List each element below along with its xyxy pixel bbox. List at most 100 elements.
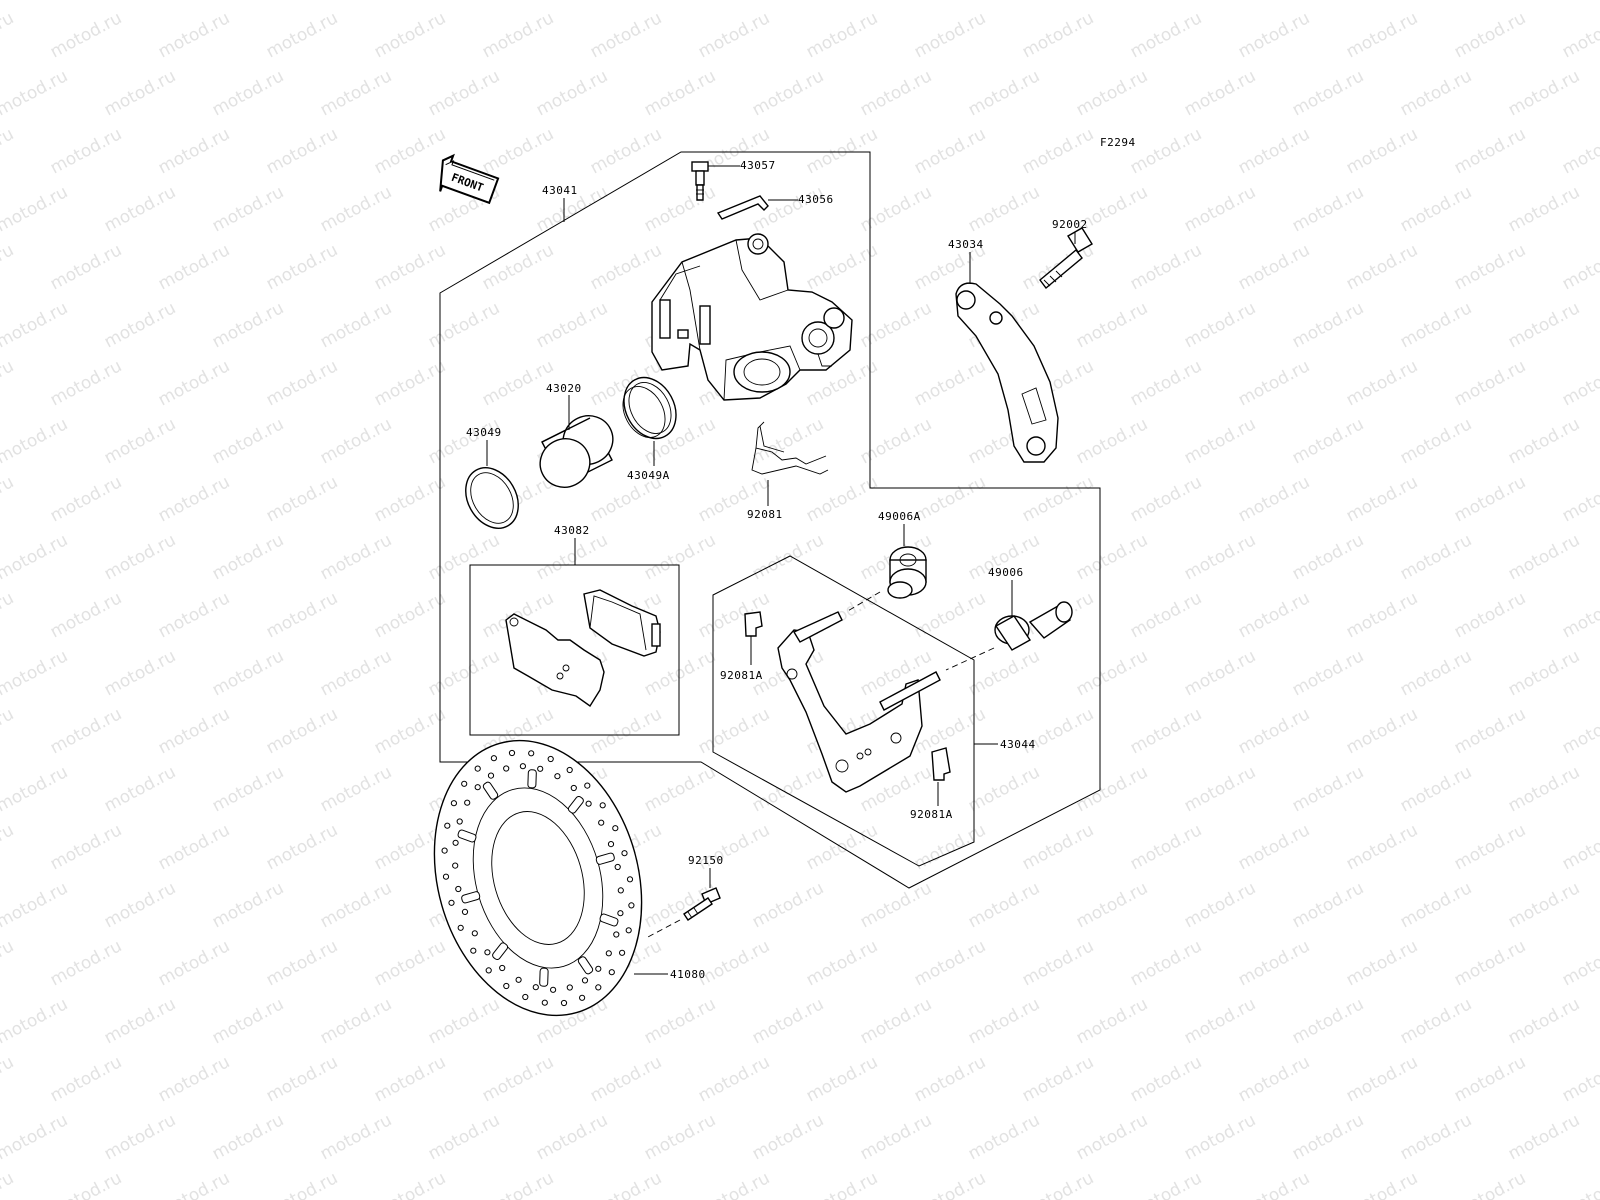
watermark-text: motod.ru [1127,1168,1205,1200]
watermark-text: motod.ru [0,240,17,294]
watermark-text: motod.ru [209,646,287,700]
watermark-text: motod.ru [263,820,341,874]
watermark-text: motod.ru [209,878,287,932]
callout-43020: 43020 [546,382,582,395]
caliper-assembly-outline [439,151,1101,889]
watermark-text: motod.ru [1451,1168,1529,1200]
watermark-text: motod.ru [1235,704,1313,758]
watermark-text: motod.ru [371,1168,449,1200]
watermark-text: motod.ru [155,124,233,178]
watermark-text: motod.ru [263,936,341,990]
watermark-text: motod.ru [101,646,179,700]
disc-hole [532,984,539,991]
watermark-text: motod.ru [1289,0,1367,4]
watermark-text: motod.ru [155,1168,233,1200]
watermark-text: motod.ru [1073,994,1151,1048]
watermark-text: motod.ru [371,240,449,294]
watermark-text: motod.ru [965,0,1043,4]
watermark-text: motod.ru [587,240,665,294]
watermark-text: motod.ru [1505,414,1583,468]
disc-hole [450,800,457,807]
disc-hole [448,899,455,906]
watermark-text: motod.ru [1181,182,1259,236]
watermark-text: motod.ru [1397,530,1475,584]
watermark-text: motod.ru [803,936,881,990]
watermark-text: motod.ru [1451,240,1529,294]
watermark-text: motod.ru [317,414,395,468]
watermark-text: motod.ru [1559,588,1600,642]
watermark-text: motod.ru [1289,414,1367,468]
disc-hole [585,800,592,807]
watermark-text: motod.ru [1343,8,1421,62]
watermark-text: motod.ru [965,878,1043,932]
watermark-text: motod.ru [371,936,449,990]
callout-labels: 43057 43056 43041 43034 92002 43020 4304… [466,159,1087,981]
watermark-text: motod.ru [317,762,395,816]
disc-hole [566,984,573,991]
watermark-text: motod.ru [857,414,935,468]
watermark-text: motod.ru [1505,0,1583,4]
brake-piston [539,415,614,488]
callout-49006: 49006 [988,566,1024,579]
disc-hole [537,765,544,772]
watermark-text: motod.ru [1235,820,1313,874]
disc-hole [541,999,548,1006]
disc-hole [452,839,459,846]
watermark-text: motod.ru [1127,8,1205,62]
disc-slot [482,781,499,800]
watermark-text: motod.ru [1505,994,1583,1048]
disc-hole [617,910,624,917]
watermark-text: motod.ru [857,994,935,1048]
watermark-text: motod.ru [1181,66,1259,120]
watermark-text: motod.ru [1019,1052,1097,1106]
watermark-text: motod.ru [1343,704,1421,758]
callout-92081: 92081 [747,508,783,521]
disc-hole [628,902,635,909]
watermark-text: motod.ru [1559,936,1600,990]
watermark-text: motod.ru [101,994,179,1048]
disc-holes [441,749,635,1007]
watermark-text: motod.ru [1073,762,1151,816]
watermark-text: motod.ru [1073,298,1151,352]
watermark-text: motod.ru [0,0,71,4]
disc-hole [613,931,620,938]
watermark-text: motod.ru [911,472,989,526]
watermark-text: motod.ru [641,762,719,816]
watermark-text: motod.ru [47,356,125,410]
watermark-text: motod.ru [1019,472,1097,526]
watermark-text: motod.ru [317,1110,395,1164]
disc-hole [528,750,535,757]
pad-clip-left [744,611,763,637]
watermark-text: motod.ru [317,298,395,352]
watermark-text: motod.ru [749,182,827,236]
watermark-text: motod.ru [1451,356,1529,410]
disc-hole [595,984,602,991]
disc-hole [503,765,510,772]
watermark-text: motod.ru [965,1110,1043,1164]
watermark-text: motod.ru [263,1052,341,1106]
watermark-text: motod.ru [587,1052,665,1106]
watermark-text: motod.ru [1073,646,1151,700]
watermark-text: motod.ru [857,878,935,932]
callout-92150: 92150 [688,854,724,867]
watermark-text: motod.ru [317,0,395,4]
watermark-text: motod.ru [1019,8,1097,62]
watermark-text: motod.ru [47,936,125,990]
watermark-text: motod.ru [965,994,1043,1048]
watermark-text: motod.ru [0,994,71,1048]
disc-hole [508,749,516,757]
disc-hole [581,977,589,984]
watermark-text: motod.ru [749,878,827,932]
watermark-text: motod.ru [641,66,719,120]
watermark-text: motod.ru [1181,762,1259,816]
callout-92081a-right: 92081A [910,808,953,821]
watermark-text: motod.ru [533,298,611,352]
watermark-text: motod.ru [1235,124,1313,178]
watermark-text: motod.ru [0,936,17,990]
watermark-text: motod.ru [1397,1110,1475,1164]
watermark-text: motod.ru [1127,588,1205,642]
disc-hole [487,772,495,779]
watermark-text: motod.ru [587,1168,665,1200]
watermark-text: motod.ru [911,356,989,410]
callout-43056: 43056 [798,193,834,206]
